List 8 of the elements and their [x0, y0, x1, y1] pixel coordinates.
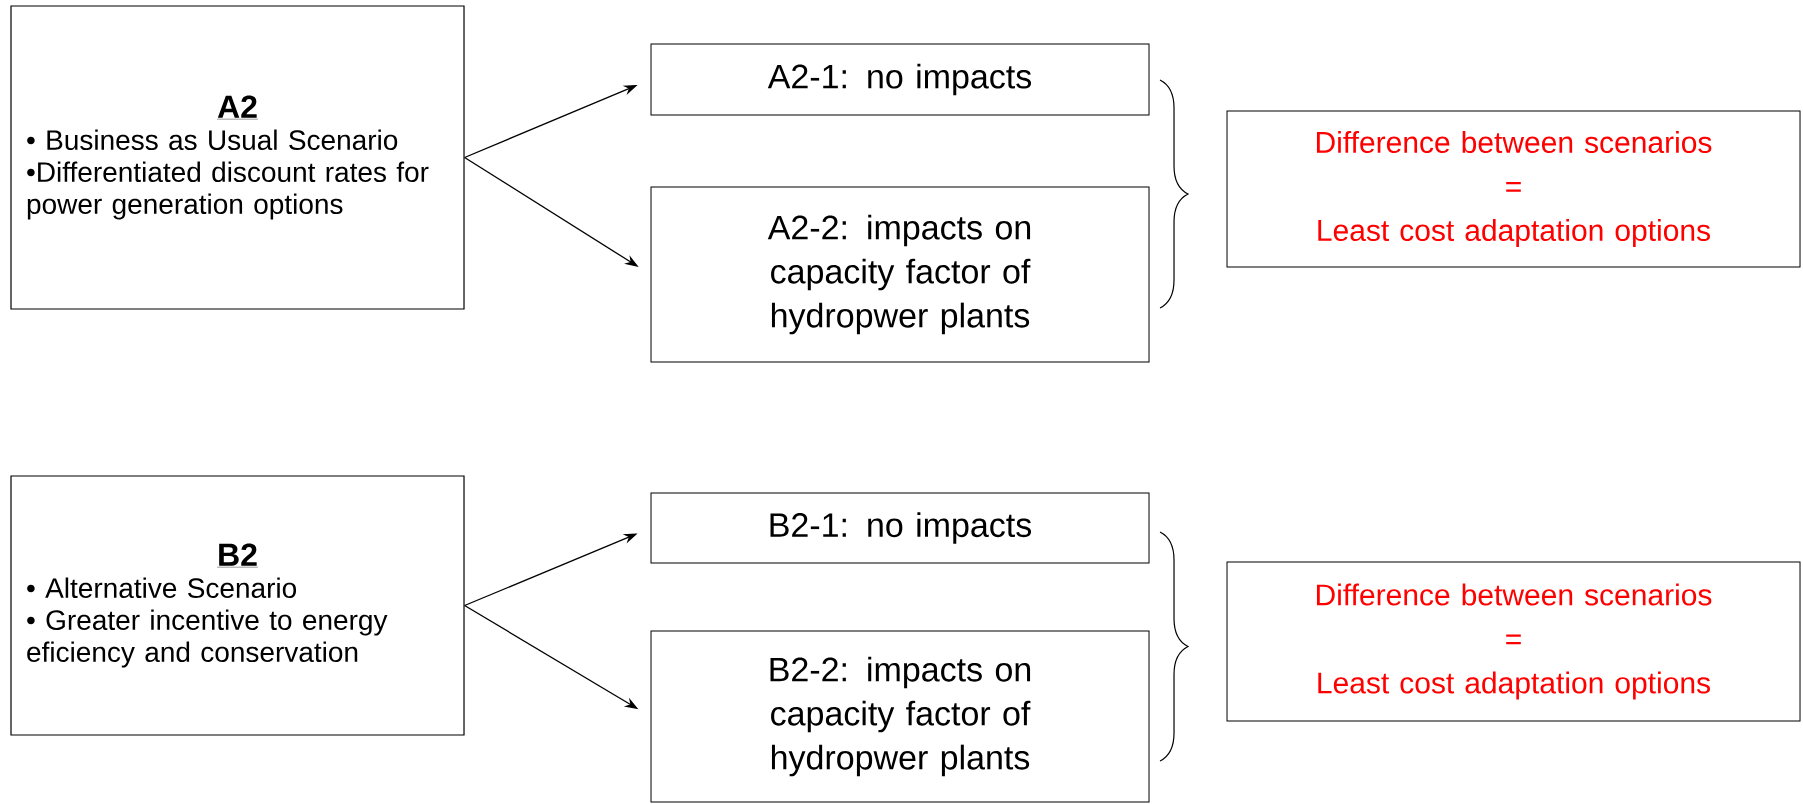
case-box: A2-1: no impacts [650, 43, 1150, 116]
scenario-box: B2 • Alternative Scenario • Greater incentive to energy eficiency and conservation [10, 475, 465, 736]
case-box: B2-2: impacts on capacity factor of hydropwer plants [650, 630, 1150, 803]
scenario-box: A2 • Business as Usual Scenario •Differentiated discount rates for power generation options [10, 5, 465, 310]
case-box: A2-2: impacts on capacity factor of hydropwer plants [650, 186, 1150, 363]
result-box: Difference between scenarios = Least cost adaptation options [1226, 110, 1801, 268]
result-box: Difference between scenarios = Least cost adaptation options [1226, 561, 1801, 722]
case-box: B2-1: no impacts [650, 492, 1150, 564]
